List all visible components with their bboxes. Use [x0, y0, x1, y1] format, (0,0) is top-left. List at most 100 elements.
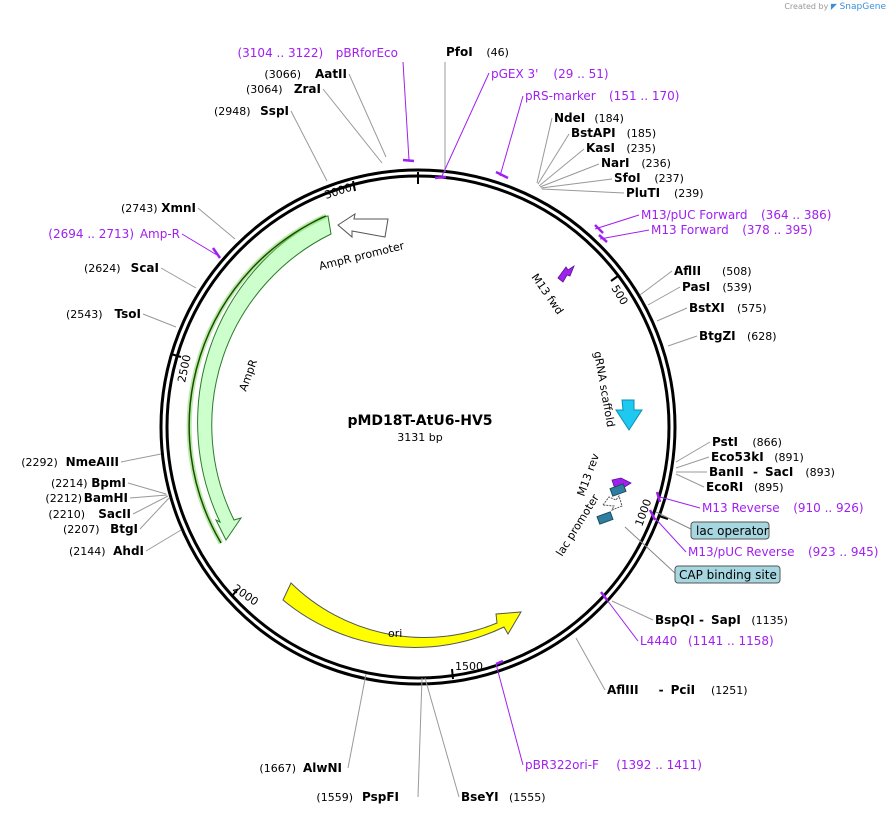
enzyme-name: AflIII	[607, 683, 639, 697]
enzyme-position: (1555)	[509, 791, 546, 804]
enzyme-name: BanII	[709, 465, 744, 479]
enzyme-position: (2210)	[48, 508, 85, 521]
tick-mark	[658, 515, 669, 520]
primer-name: L4440	[640, 634, 677, 648]
ori-label: ori	[388, 627, 402, 640]
lac-operator-box: lac operator	[655, 511, 770, 540]
m13-fwd-arrow	[557, 264, 575, 283]
tick-mark	[352, 180, 356, 192]
enzyme-position: (895)	[754, 481, 784, 494]
enzyme-leader-line	[538, 148, 585, 187]
enzyme-position: (1667)	[259, 762, 296, 775]
enzyme-name: NdeI	[554, 111, 585, 125]
tick-label: 2500	[175, 354, 194, 384]
enzyme-name: AatII	[315, 67, 347, 81]
site-labels: PfoI(46)NdeI(184)BstAPI(185)KasI(235)Nar…	[21, 45, 878, 804]
lac-promoter-arrow	[602, 494, 623, 511]
ampr-strand-line	[188, 215, 327, 544]
enzyme-position: (46)	[486, 46, 509, 59]
primer-range: (923 .. 945)	[808, 545, 878, 559]
enzyme-leader-line	[145, 529, 182, 552]
plasmid-length: 3131 bp	[397, 431, 442, 444]
primer-name: M13 Forward	[651, 223, 729, 237]
primer-name: pBRforEco	[336, 46, 398, 60]
enzyme-name: PstI	[712, 435, 738, 449]
cap-site-rect	[674, 565, 781, 584]
enzyme-name: AhdI	[113, 544, 144, 558]
ampr-arrow[interactable]	[197, 215, 332, 541]
lac-feature-1	[609, 483, 627, 497]
enzyme-name: NmeAIII	[66, 455, 119, 469]
enzyme-name: BpmI	[91, 476, 126, 490]
enzyme-separator: -	[699, 613, 704, 627]
enzyme-position: (239)	[674, 187, 704, 200]
enzyme-leader-line	[675, 441, 711, 463]
primer-binding-mark	[648, 509, 657, 521]
enzyme-position: (1135)	[751, 614, 788, 627]
tick-label: 3000	[323, 181, 354, 202]
primer-binding-mark	[402, 158, 415, 163]
lac-operator-leader	[655, 511, 696, 532]
primer-name: pRS-marker	[525, 89, 596, 103]
enzyme-name: PfoI	[446, 45, 473, 59]
cap-site-box: CAP binding site	[624, 526, 781, 584]
enzyme-name: PciI	[671, 683, 696, 697]
enzyme-leader-line	[647, 286, 681, 306]
grna-scaffold-label: gRNA scaffold	[591, 350, 617, 428]
enzyme-leader-line	[536, 117, 553, 184]
primer-name: M13 Reverse	[702, 501, 780, 515]
enzyme-leader-line	[139, 497, 170, 530]
primer-binding-mark	[211, 247, 222, 259]
primer-leader-line	[441, 72, 490, 177]
enzyme-position: (893)	[805, 466, 835, 479]
primer-leader-line	[652, 515, 687, 553]
enzyme-name: PasI	[682, 280, 710, 294]
enzyme-leader-line	[656, 307, 688, 322]
primer-leader-line	[402, 61, 410, 161]
enzyme-leader-line	[417, 677, 423, 798]
enzyme-name: BstXI	[689, 301, 725, 315]
primer-range: (364 .. 386)	[761, 208, 831, 222]
primer-range: (378 .. 395)	[742, 223, 812, 237]
enzyme-leader-line	[639, 270, 673, 296]
enzyme-name: BseYI	[461, 790, 499, 804]
ampr-promoter-arrow	[337, 212, 389, 239]
primer-leader-line	[495, 663, 524, 766]
enzyme-position: (2543)	[66, 308, 103, 321]
primer-binding-mark	[434, 175, 447, 180]
enzyme-leader-line	[197, 207, 236, 240]
enzyme-position: (2207)	[63, 523, 100, 536]
tick-mark	[231, 588, 239, 597]
tick-group: 500 1000 1500 2000 2500 3000	[170, 180, 669, 680]
enzyme-name: SfoI	[614, 171, 641, 185]
primer-name: pBR322ori-F	[525, 758, 599, 772]
enzyme-leader-line	[667, 335, 698, 347]
enzyme-leader-line	[675, 473, 705, 488]
enzyme-name: EcoRI	[706, 480, 743, 494]
enzyme-name: KasI	[586, 141, 615, 155]
enzyme-leader-line	[611, 600, 654, 621]
cap-site-leader	[624, 526, 677, 575]
enzyme-name: SapI	[711, 613, 741, 627]
enzyme-name: PluTI	[626, 186, 660, 200]
enzyme-leader-line	[575, 637, 606, 691]
tick-mark	[170, 353, 182, 358]
enzyme-position: (184)	[594, 112, 624, 125]
enzyme-position: (891)	[774, 451, 804, 464]
enzyme-name: BtgZI	[699, 329, 736, 343]
primer-binding-mark	[598, 234, 608, 243]
primer-binding-mark	[495, 170, 509, 180]
primer-leader-line	[659, 496, 701, 509]
primer-leader-line	[499, 95, 524, 177]
snapgene-credit: Created by ◤ SnapGene	[784, 2, 886, 12]
enzyme-name: SspI	[260, 104, 289, 118]
enzyme-separator: -	[659, 683, 664, 697]
enzyme-position: (235)	[626, 142, 656, 155]
tick-label: 2000	[230, 582, 260, 609]
primer-name: Amp-R	[140, 227, 180, 241]
primer-leader-line	[603, 595, 639, 642]
enzyme-position: (237)	[654, 172, 684, 185]
enzyme-leader-line	[540, 178, 613, 189]
enzyme-position: (2948)	[214, 105, 251, 118]
